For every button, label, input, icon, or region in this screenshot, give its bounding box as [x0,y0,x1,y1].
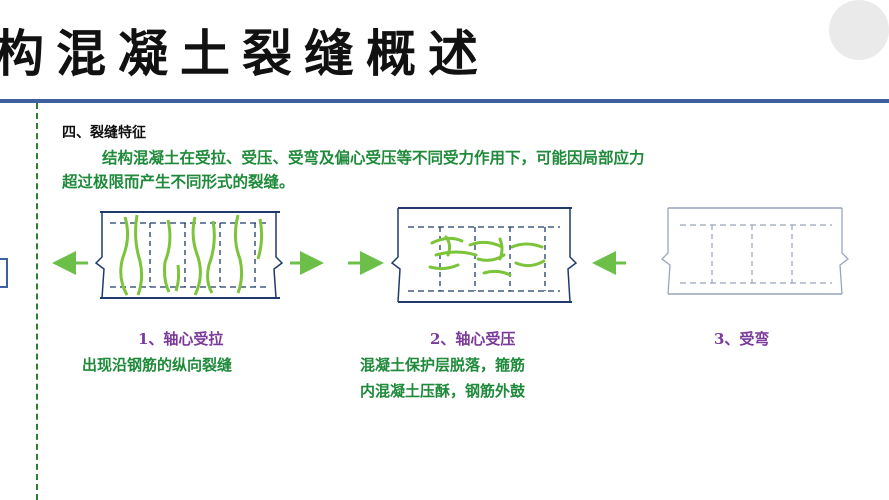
desc-line: 出现沿钢筋的纵向裂缝 [82,356,233,374]
longitudinal-cracks [119,214,264,296]
beam-right-break [839,208,849,295]
crack-diagrams [52,207,849,303]
rebar-lines [110,222,270,288]
left-dashed-rule [36,103,38,500]
rebar-lines [408,226,560,292]
paragraph-line-2: 超过极限而产生不同形式的裂缝。 [62,172,295,191]
rebar-lines [680,224,832,284]
figure-bending [661,207,849,295]
figure-axial-tension [52,211,324,299]
caption-axial-tension: 1、轴心受拉 [138,330,224,348]
beam-left-break [390,208,401,303]
section-paragraph: 结构混凝土在受拉、受压、受弯及偏心受压等不同受力作用下，可能因局部应力 超过极限… [62,146,862,194]
stirrups [711,225,793,283]
beam-right-break [567,208,578,303]
desc-axial-tension: 出现沿钢筋的纵向裂缝 [82,352,232,378]
desc-line: 内混凝土压酥，钢筋外鼓 [360,382,526,400]
stirrups [439,227,546,291]
beam-right-break [273,212,284,299]
figure-axial-compression [348,207,626,303]
desc-axial-compression: 混凝土保护层脱落，箍筋 内混凝土压酥，钢筋外鼓 [360,352,525,404]
logo-watermark [829,0,889,60]
paragraph-line-1: 结构混凝土在受拉、受压、受弯及偏心受压等不同受力作用下，可能因局部应力 [102,148,645,167]
caption-bending: 3、受弯 [714,330,770,348]
page-title: 构混凝土裂缝概述 [0,24,490,83]
stirrups [149,223,256,287]
beam-left-break [661,208,671,295]
crushing-cracks [428,235,546,277]
left-edge-box [0,258,8,288]
beam-left-break [94,212,105,299]
section-heading: 四、裂缝特征 [62,125,146,141]
caption-axial-compression: 2、轴心受压 [430,330,516,348]
title-divider [0,99,889,103]
desc-line: 混凝土保护层脱落，箍筋 [360,356,526,374]
